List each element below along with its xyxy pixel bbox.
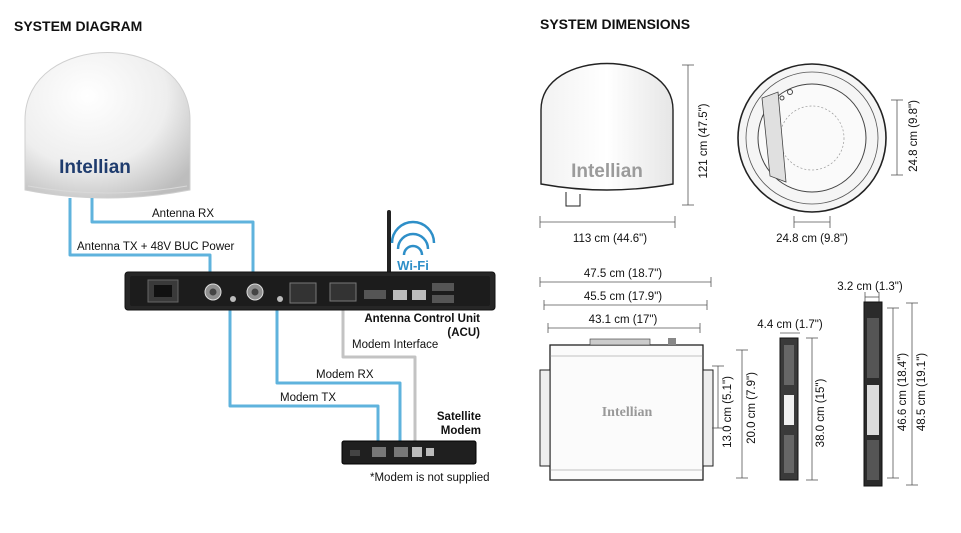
system-diagram-heading: SYSTEM DIAGRAM [14, 18, 142, 34]
antenna-radome: Intellian [24, 52, 191, 199]
modem-label-line2: Modem [441, 425, 481, 437]
acu-brand-logo: Intellian [602, 405, 653, 420]
radome-bottom-view [737, 63, 887, 213]
modem-rx-label: Modem RX [316, 369, 374, 381]
front-width-label: 3.2 cm (1.3") [837, 281, 903, 293]
acu-label-line2: (ACU) [447, 327, 480, 339]
acu-depth-1-label: 13.0 cm (5.1") [722, 376, 734, 448]
wifi-icon [390, 220, 436, 256]
modem-note: *Modem is not supplied [370, 472, 490, 484]
antenna-rx-cable [90, 198, 255, 292]
modem-label-line1: Satellite [437, 411, 481, 423]
radome-brand-logo: Intellian [571, 161, 643, 182]
satellite-modem [341, 440, 477, 465]
modem-interface-label: Modem Interface [352, 339, 438, 351]
radome-width-label: 113 cm (44.6") [573, 233, 647, 245]
antenna-rx-label: Antenna RX [152, 208, 214, 220]
modem-interface-cable [341, 298, 417, 452]
side-length-label: 38.0 cm (15") [815, 379, 827, 448]
base-width-label: 24.8 cm (9.8") [776, 233, 848, 245]
antenna-tx-label: Antenna TX + 48V BUC Power [77, 241, 235, 253]
base-height-label: 24.8 cm (9.8") [908, 100, 920, 172]
acu-front-view [863, 301, 883, 487]
acu-unit [124, 210, 496, 311]
modem-rx-cable [275, 298, 402, 452]
acu-width-2-label: 45.5 cm (17.9") [584, 291, 662, 303]
side-width-label: 4.4 cm (1.7") [757, 319, 823, 331]
radome-side-view: Intellian [540, 62, 674, 207]
modem-tx-cable [228, 298, 380, 452]
radome-height-label: 121 cm (47.5") [698, 103, 710, 178]
wifi-label: Wi-Fi [397, 258, 429, 273]
acu-width-3-label: 43.1 cm (17") [589, 314, 658, 326]
acu-top-view: Intellian [539, 338, 714, 481]
acu-width-1-label: 47.5 cm (18.7") [584, 268, 662, 280]
front-length-2-label: 48.5 cm (19.1") [916, 353, 928, 431]
acu-side-view [779, 337, 799, 481]
modem-tx-label: Modem TX [280, 392, 336, 404]
system-dimensions-heading: SYSTEM DIMENSIONS [540, 16, 690, 32]
front-length-1-label: 46.6 cm (18.4") [897, 353, 909, 431]
antenna-brand-logo: Intellian [59, 157, 131, 178]
acu-label-line1: Antenna Control Unit [364, 313, 480, 325]
acu-depth-2-label: 20.0 cm (7.9") [746, 372, 758, 444]
